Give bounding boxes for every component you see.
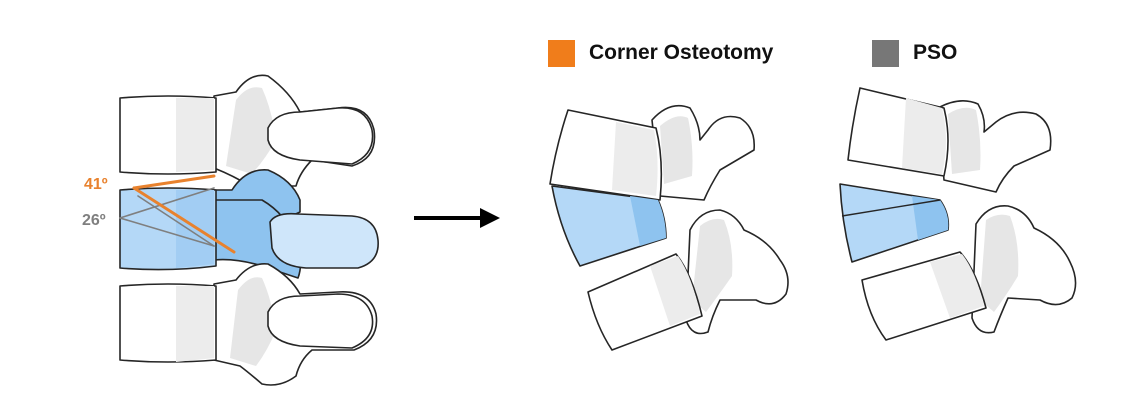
corner-osteotomy-label: Corner Osteotomy [589, 41, 774, 64]
resected-spinous-process [269, 212, 379, 269]
pso-label: PSO [913, 41, 958, 64]
pso-line-upper [119, 187, 215, 219]
lower-process [267, 293, 374, 349]
angle-label-pso: 26º [82, 212, 106, 229]
corner-osteotomy-swatch [548, 39, 575, 67]
corner-resected-shade [630, 196, 666, 246]
resected-body-shade [176, 190, 214, 268]
pso-upper-posterior-shade [948, 107, 981, 174]
angle-lines [119, 174, 236, 254]
pso-resected-shade [912, 196, 949, 240]
corner-upper-posterior-shade [660, 116, 693, 184]
corner-osteotomy-result [549, 104, 789, 351]
upper-process [267, 107, 374, 165]
pso-lower-posterior-shade [980, 214, 1019, 312]
angle-label-corner: 41º [84, 176, 108, 193]
pso-line-cross [137, 195, 215, 247]
corner-line-upper [132, 174, 216, 190]
corner-upper-body-shade [612, 122, 658, 196]
upper-vertebra-posterior-shade [226, 87, 276, 174]
corner-line-diagonal [132, 186, 236, 254]
pso-lower-body-shade [930, 254, 984, 318]
pso-swatch [872, 39, 899, 67]
lower-body-shade [176, 286, 214, 362]
pso-wedge-line [841, 199, 941, 217]
corner-lower-body-shade [650, 256, 700, 326]
legend-pso: PSO [872, 38, 957, 68]
upper-body-shade [176, 98, 214, 172]
pso-result [839, 87, 1077, 341]
pso-upper-body-shade [902, 98, 946, 174]
legend-corner-osteotomy: Corner Osteotomy [548, 38, 773, 68]
pso-line-lower [119, 217, 215, 247]
corner-lower-posterior-shade [692, 218, 733, 312]
lower-vertebra-posterior-shade [230, 277, 276, 366]
spine-segment-before [119, 74, 379, 386]
